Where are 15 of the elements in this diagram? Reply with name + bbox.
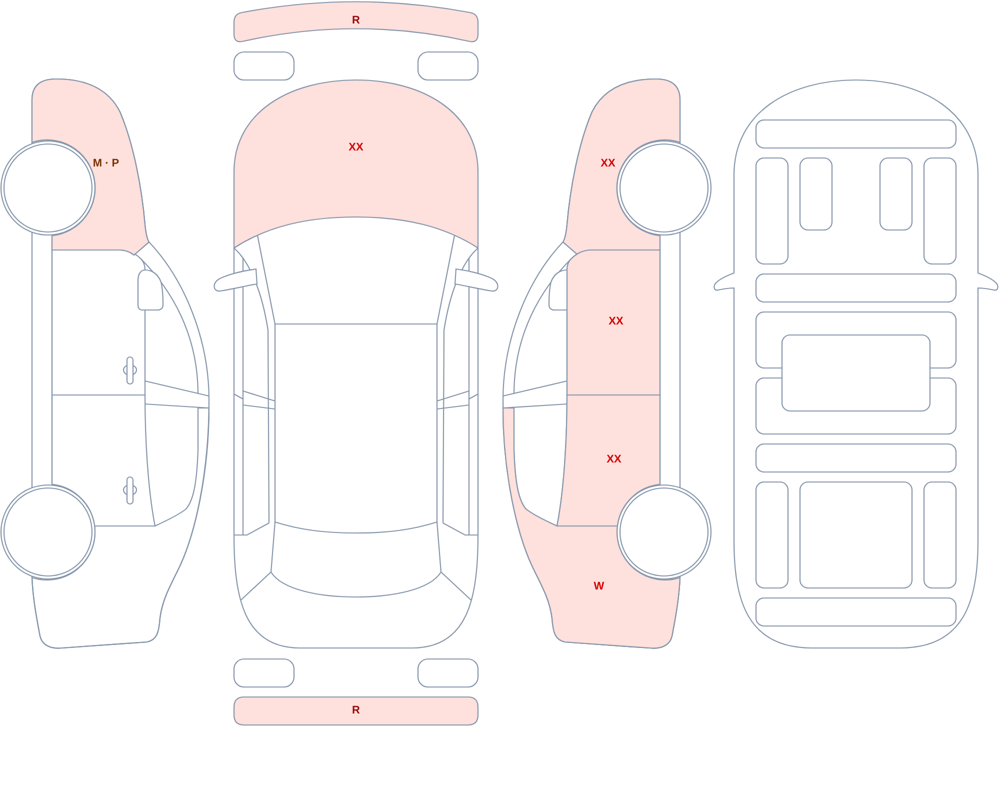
damage-code: XX xyxy=(600,158,616,170)
damage-code: R xyxy=(352,704,360,718)
door-panel xyxy=(556,394,661,527)
hood-panel xyxy=(233,79,479,249)
damage-code: R xyxy=(352,14,360,28)
damage-code: XX xyxy=(606,454,622,466)
fender-panel xyxy=(562,78,681,256)
damage-code: W xyxy=(594,580,604,594)
fender-panel xyxy=(31,78,150,256)
damage-code: XX xyxy=(608,316,624,328)
door-panel xyxy=(566,249,661,396)
damage-code: XX xyxy=(348,142,364,154)
bumper-panel xyxy=(233,0,479,44)
bumper-panel xyxy=(233,696,479,726)
damage-code: M · P xyxy=(92,158,120,170)
